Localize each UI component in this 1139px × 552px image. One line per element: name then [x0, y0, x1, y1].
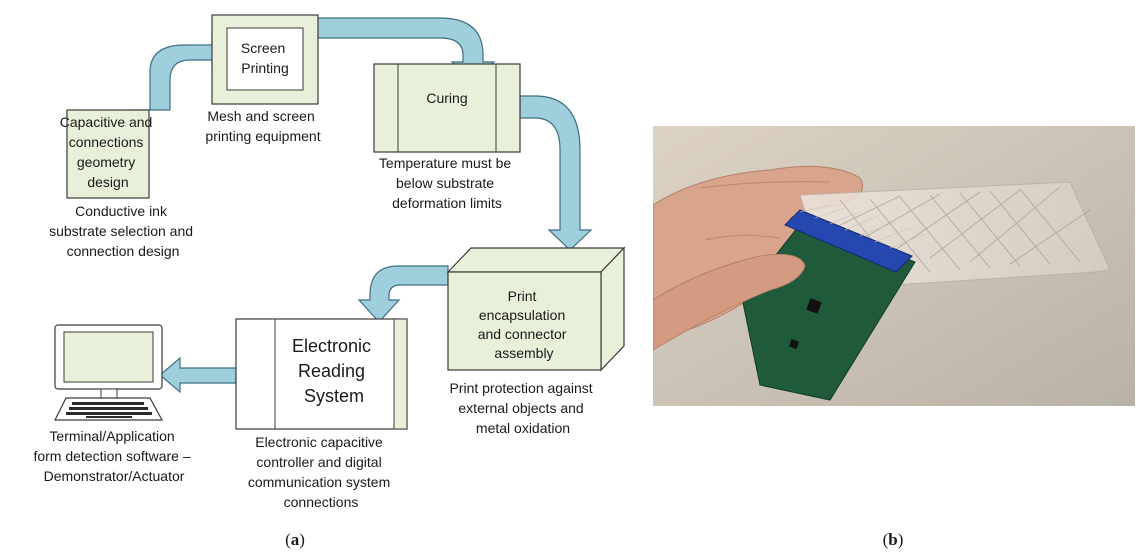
- step-screen-line: Screen: [241, 40, 285, 56]
- step-encapsulation-top-face: [446, 247, 626, 273]
- note-encapsulation: Print protection against external object…: [449, 380, 596, 436]
- keyboard-keys: [66, 402, 152, 418]
- pcb-chip: [788, 338, 800, 350]
- flexible-sensor-photo: [653, 126, 1135, 406]
- caption-a-letter: a: [291, 530, 300, 549]
- step-design-line: design: [87, 174, 128, 190]
- step-design-box: [66, 109, 150, 199]
- flow-arrows: [130, 17, 593, 394]
- svg-text:Capacitive and connectio: Capacitive and connections geometry desi…: [60, 114, 157, 190]
- sensor-grid: [829, 186, 1091, 276]
- note-encapsulation-line: metal oxidation: [476, 420, 570, 436]
- step-encapsulation-line: encapsulation: [479, 307, 565, 323]
- note-curing-line: below substrate: [396, 175, 494, 191]
- note-curing: Temperature must be below substrate defo…: [379, 155, 515, 211]
- arrow-encapsulation-to-reading: [357, 265, 449, 323]
- note-terminal-line: form detection software –: [33, 448, 190, 464]
- monitor-stand: [100, 388, 118, 399]
- caption-b: (b): [883, 530, 904, 549]
- step-encapsulation: Print encapsulation and connector assemb…: [446, 246, 626, 372]
- svg-text:Print encapsulation: Print encapsulation and connector assemb…: [478, 288, 571, 361]
- step-encapsulation-line: assembly: [494, 345, 553, 361]
- caption-a-close: ): [299, 530, 305, 549]
- note-screen-line: printing equipment: [205, 128, 320, 144]
- note-reading-line: Electronic capacitive: [255, 434, 383, 450]
- note-screen: Mesh and screen printing equipment: [205, 108, 320, 144]
- caption-a: (a): [285, 530, 305, 549]
- note-screen-line: Mesh and screen: [207, 108, 314, 124]
- step-design-line: geometry: [77, 154, 135, 170]
- step-curing-line: Curing: [426, 90, 467, 106]
- step-encapsulation-line: and connector: [478, 326, 567, 342]
- arrow-reading-to-terminal: [159, 356, 237, 394]
- note-terminal-line: Demonstrator/Actuator: [44, 468, 185, 484]
- step-encapsulation-front-face: [447, 271, 602, 371]
- blue-connector: [784, 209, 913, 273]
- note-reading-line: communication system: [248, 474, 390, 490]
- step-design-line: connections: [69, 134, 144, 150]
- caption-b-open: (: [883, 530, 889, 549]
- step-reading-system: Electronic Reading System: [235, 318, 408, 430]
- note-design-line: Conductive ink: [75, 203, 168, 219]
- note-curing-line: deformation limits: [392, 195, 502, 211]
- arrow-curing-to-encapsulation: [519, 95, 593, 251]
- note-terminal-line: Terminal/Application: [49, 428, 174, 444]
- caption-b-close: ): [898, 530, 904, 549]
- note-design: Conductive ink substrate selection and c…: [49, 203, 197, 259]
- step-encapsulation-line: Print: [508, 288, 537, 304]
- note-design-line: substrate selection and: [49, 223, 193, 239]
- note-terminal: Terminal/Application form detection soft…: [33, 428, 194, 484]
- step-screen-inner-panel: [226, 27, 304, 91]
- step-curing: Curing: [373, 63, 521, 153]
- note-reading-line: controller and digital: [256, 454, 381, 470]
- thumb-shape: [653, 253, 806, 351]
- step-design: Capacitive and connections geometry desi…: [60, 109, 157, 199]
- note-curing-line: Temperature must be: [379, 155, 511, 171]
- pcb-chip: [806, 298, 822, 314]
- step-curing-box: [373, 63, 521, 153]
- step-design-line: Capacitive and: [60, 114, 153, 130]
- svg-text:Screen Printing: Screen Printing: [241, 40, 289, 76]
- note-encapsulation-line: Print protection against: [449, 380, 592, 396]
- step-reading-right-band: [393, 318, 408, 430]
- step-reading-line: System: [304, 386, 364, 406]
- monitor-screen: [63, 331, 154, 383]
- step-screen-line: Printing: [241, 60, 288, 76]
- step-reading-line: Electronic: [292, 336, 371, 356]
- step-reading-line: Reading: [298, 361, 365, 381]
- caption-b-letter: b: [888, 530, 897, 549]
- note-design-line: connection design: [67, 243, 180, 259]
- caption-a-open: (: [285, 530, 291, 549]
- step-screen-printing: Screen Printing: [211, 14, 319, 105]
- note-encapsulation-line: external objects and: [458, 400, 583, 416]
- svg-text:Electronic Reading: Electronic Reading System: [292, 336, 376, 406]
- desktop-computer-icon: [54, 324, 164, 421]
- note-reading: Electronic capacitive controller and dig…: [248, 434, 394, 510]
- note-reading-line: connections: [284, 494, 359, 510]
- svg-text:Curing: Curing: [426, 90, 467, 106]
